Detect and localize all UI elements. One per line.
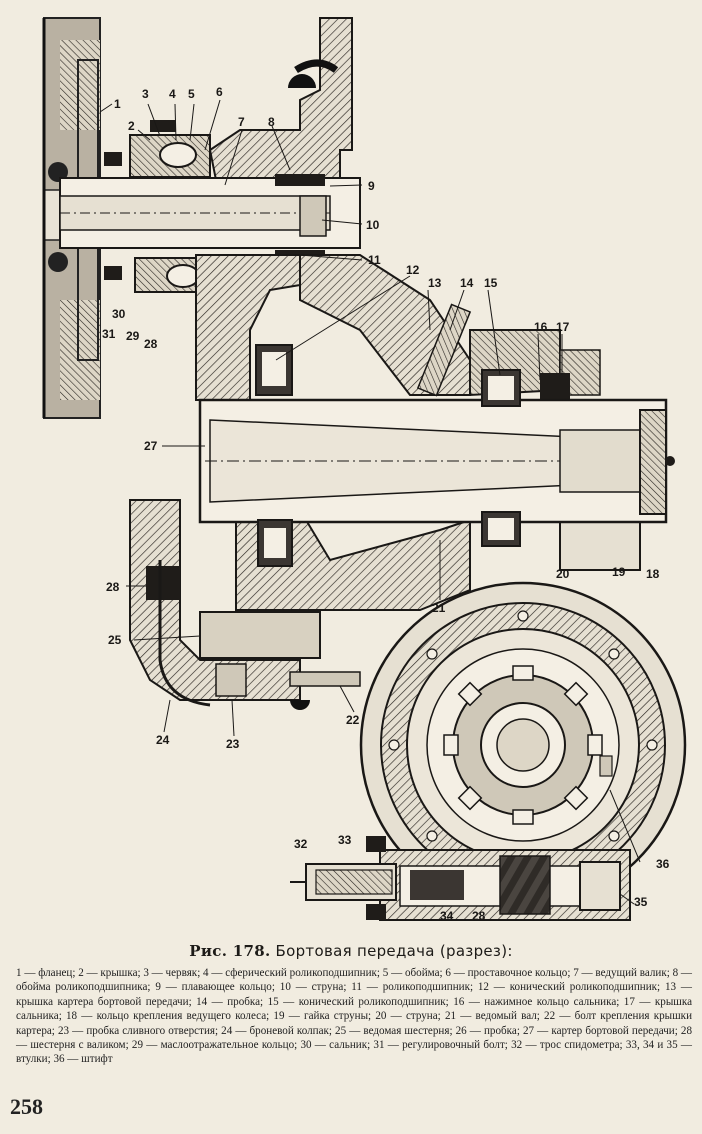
callout-28-lower: 28	[472, 909, 486, 923]
callout-34: 34	[440, 909, 454, 923]
callout-2: 2	[128, 119, 135, 133]
figure-legend: 1 — фланец; 2 — крышка; 3 — червяк; 4 — …	[16, 967, 692, 1066]
speedometer-cable	[290, 863, 397, 901]
callout-36: 36	[656, 857, 670, 871]
callout-9: 9	[368, 179, 375, 193]
pinion-shaft-assembly	[366, 836, 631, 921]
callout-17: 17	[556, 320, 570, 334]
spherical-bearing-block	[104, 120, 211, 293]
callout-18: 18	[646, 567, 660, 581]
callout-1: 1	[114, 97, 121, 111]
final-drive-casing	[195, 254, 641, 611]
callout-29: 29	[126, 329, 140, 343]
upper-housing	[208, 17, 353, 201]
callout-20: 20	[556, 567, 570, 581]
figure-title: Бортовая передача (разрез):	[275, 942, 513, 960]
callout-7: 7	[238, 115, 245, 129]
callout-14: 14	[460, 276, 474, 290]
callout-28-upper: 28	[144, 337, 158, 351]
callout-labels: 1 2 3 4 5 6 7 8 9 10 11 12 13 14 15 16 1…	[102, 85, 670, 923]
callout-8: 8	[268, 115, 275, 129]
callout-31: 31	[102, 327, 116, 341]
callout-21: 21	[432, 601, 446, 615]
callout-13: 13	[428, 276, 442, 290]
gearbox-section-drawing: 1 2 3 4 5 6 7 8 9 10 11 12 13 14 15 16 1…	[42, 17, 687, 923]
conical-bearings	[255, 303, 521, 567]
callout-33: 33	[338, 833, 352, 847]
callout-22: 22	[346, 713, 360, 727]
callout-3: 3	[142, 87, 149, 101]
drive-sprocket-housing	[359, 581, 687, 909]
callout-6: 6	[216, 85, 223, 99]
page-number: 258	[10, 1094, 43, 1119]
drive-shaft	[59, 174, 361, 262]
callout-32: 32	[294, 837, 308, 851]
driven-gear-and-armor-cap	[129, 499, 361, 710]
callout-15: 15	[484, 276, 498, 290]
callout-16: 16	[534, 320, 548, 334]
callout-11: 11	[368, 253, 381, 267]
callout-19: 19	[612, 565, 626, 579]
callout-24: 24	[156, 733, 170, 747]
callout-12: 12	[406, 263, 420, 277]
figure-number: Рис. 178.	[189, 942, 271, 960]
callout-35: 35	[634, 895, 648, 909]
leader-lines	[99, 99, 641, 905]
callout-23: 23	[226, 737, 240, 751]
driven-shaft	[198, 398, 675, 524]
callout-10: 10	[366, 218, 380, 232]
callout-25: 25	[108, 633, 122, 647]
figure-caption-title: Рис. 178. Бортовая передача (разрез):	[0, 942, 702, 960]
callout-27: 27	[144, 439, 158, 453]
callout-5: 5	[188, 87, 195, 101]
callout-30: 30	[112, 307, 126, 321]
callout-28: 28	[106, 580, 120, 594]
callout-4: 4	[169, 87, 176, 101]
